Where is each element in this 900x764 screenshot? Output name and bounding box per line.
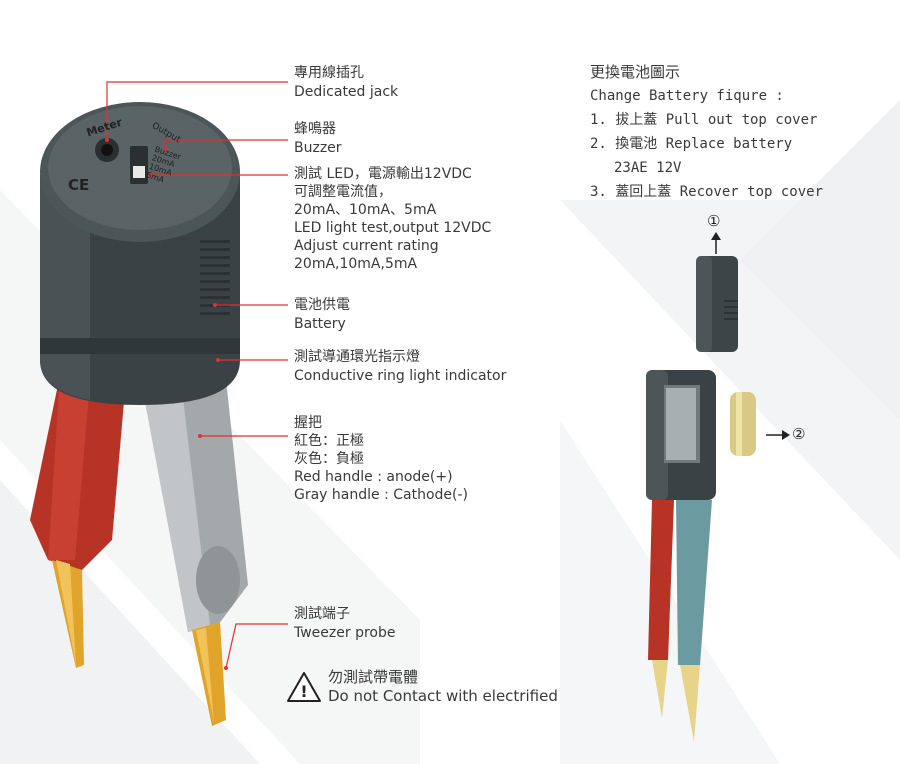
battery-step-3: 3. 蓋回上蓋 Recover top cover: [590, 184, 824, 200]
warning-triangle-icon: !: [287, 672, 321, 702]
callout-jack-en: Dedicated jack: [294, 84, 399, 100]
callout-buzzer: 蜂鳴器 Buzzer: [294, 120, 342, 158]
callout-handle-zh3: 灰色：負極: [294, 451, 364, 467]
callout-ring: 測試導通環光指示燈 Conductive ring light indicato…: [294, 348, 506, 386]
callout-probe-zh: 測試端子: [294, 606, 350, 622]
battery-change-instructions: 更換電池圖示 Change Battery fiqure : 1. 拔上蓋 Pu…: [590, 60, 823, 204]
callout-buzzer-en: Buzzer: [294, 140, 342, 156]
callout-ring-zh: 測試導通環光指示燈: [294, 349, 420, 365]
callout-led-en2: Adjust current rating: [294, 238, 439, 254]
ce-mark: CE: [68, 176, 90, 194]
callout-handle-zh2: 紅色：正極: [294, 433, 364, 449]
battery-23ae: [730, 392, 756, 456]
callout-led-en1: LED light test,output 12VDC: [294, 220, 492, 236]
battery-step-1: 1. 拔上蓋 Pull out top cover: [590, 112, 818, 128]
callout-battery-en: Battery: [294, 316, 346, 332]
callout-led: 測試 LED，電源輸出12VDC 可調整電流值， 20mA、10mA、5mA L…: [294, 165, 491, 273]
warning-note: ! 勿測試帶電體 Do not Contact with electrified: [286, 668, 558, 706]
callout-battery-zh: 電池供電: [294, 297, 350, 313]
callout-jack: 專用線插孔 Dedicated jack: [294, 64, 398, 102]
warning-symbol: !: [300, 682, 307, 701]
warning-en: Do not Contact with electrified: [328, 687, 558, 705]
battery-change-title-zh: 更換電池圖示: [590, 63, 681, 81]
callout-led-zh3: 20mA、10mA、5mA: [294, 202, 437, 218]
callout-battery: 電池供電 Battery: [294, 296, 350, 334]
warning-zh: 勿測試帶電體: [328, 668, 419, 686]
right-gray-handle: [676, 500, 712, 665]
callout-led-zh1: 測試 LED，電源輸出12VDC: [294, 166, 472, 182]
callout-probe-en: Tweezer probe: [294, 625, 396, 641]
battery-step-2-model: 23AE 12V: [614, 160, 682, 176]
callout-led-en3: 20mA,10mA,5mA: [294, 256, 418, 272]
callout-handle-en1: Red handle : anode(+): [294, 469, 453, 485]
callout-jack-zh: 專用線插孔: [294, 65, 364, 81]
callout-handle-en2: Gray handle : Cathode(-): [294, 487, 469, 503]
callout-probe: 測試端子 Tweezer probe: [294, 605, 395, 643]
right-red-handle: [648, 500, 674, 660]
marker-two: ②: [792, 425, 806, 443]
callout-buzzer-zh: 蜂鳴器: [294, 121, 336, 137]
battery-change-title-en: Change Battery fiqure :: [590, 88, 784, 104]
callout-handle-zh1: 握把: [294, 415, 322, 431]
callout-handle: 握把 紅色：正極 灰色：負極 Red handle : anode(+) Gra…: [294, 414, 468, 504]
callout-led-zh2: 可調整電流值，: [294, 184, 392, 200]
callout-ring-en: Conductive ring light indicator: [294, 368, 507, 384]
battery-step-2: 2. 換電池 Replace battery: [590, 136, 793, 152]
marker-one: ①: [707, 212, 721, 230]
